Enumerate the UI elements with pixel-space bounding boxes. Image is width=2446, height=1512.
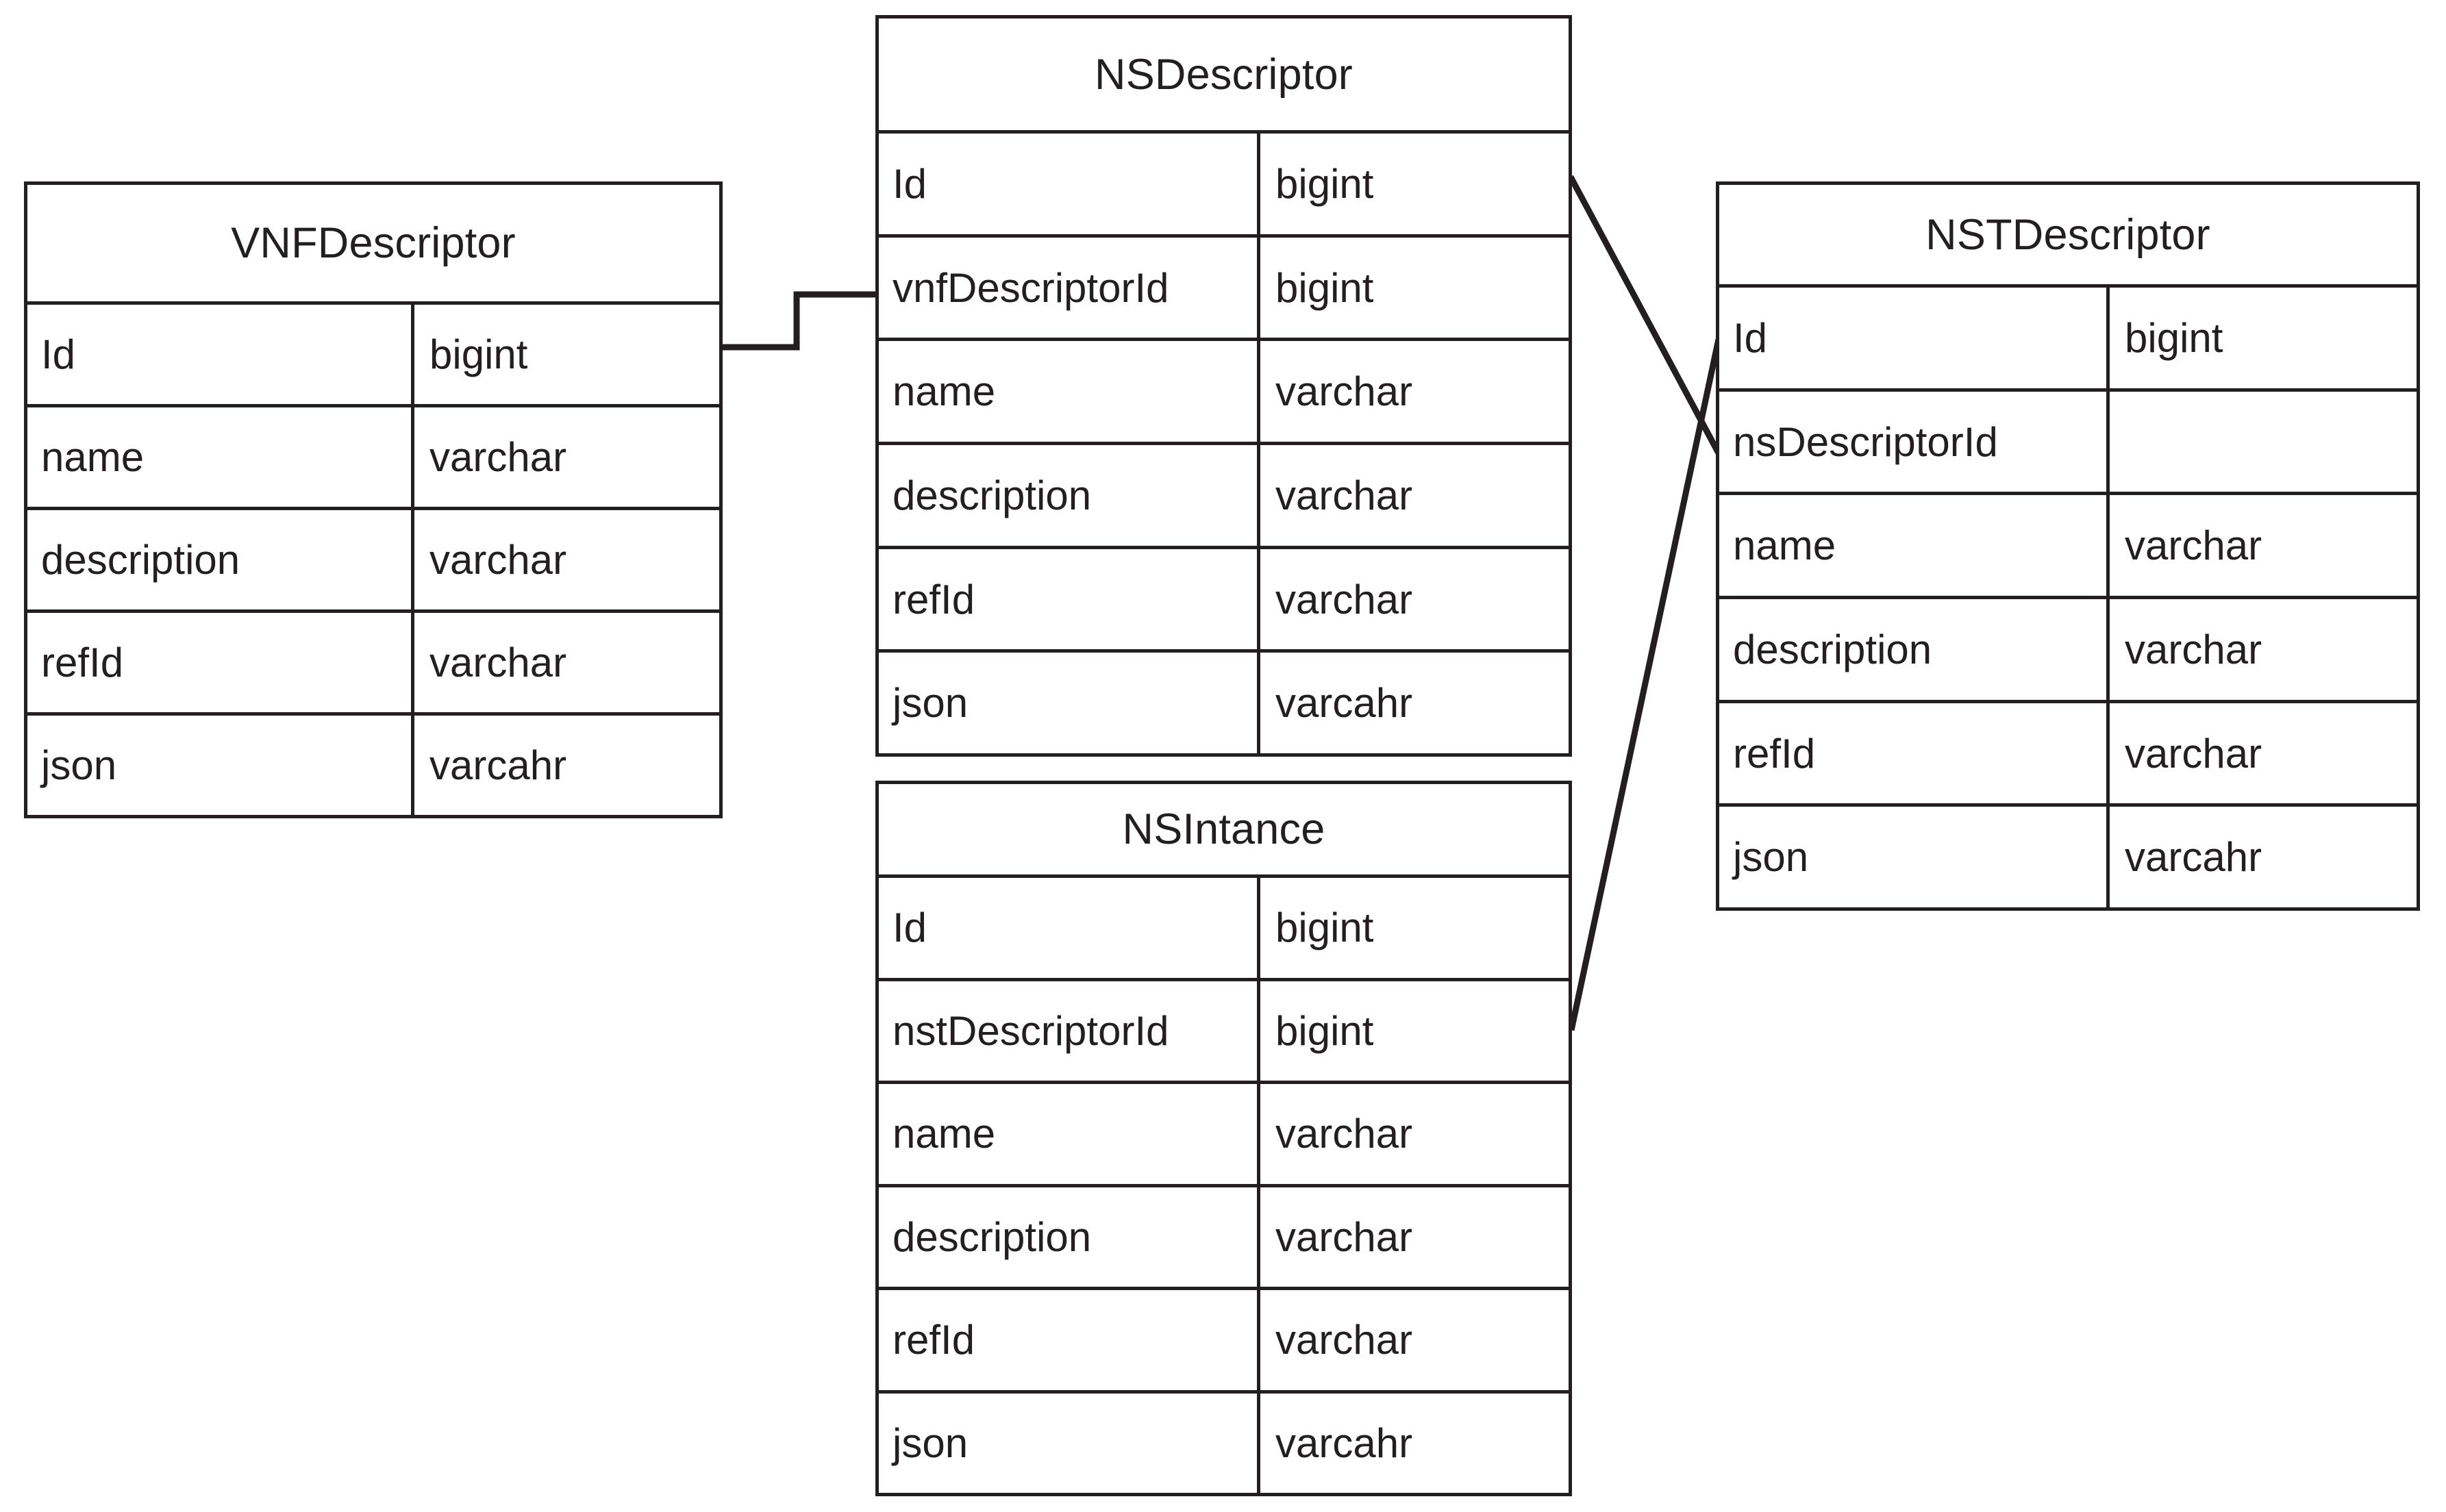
table-vnf-descriptor[interactable]: VNFDescriptor Id bigint name varchar des… [24,181,723,818]
field-type-cell: varchar [2125,522,2262,569]
table-row[interactable]: nstDescriptorId bigint [879,981,1569,1084]
table-row[interactable]: name varchar [27,407,719,510]
field-name-cell: description [879,445,1260,546]
field-type-cell: varchar [1275,1213,1413,1260]
table-row[interactable]: json varcahr [1719,807,2417,908]
field-type-cell: bigint [1275,160,1374,207]
field-type-cell: varchar [429,640,567,685]
field-name-cell: description [879,1187,1260,1287]
field-name-cell: Id [1719,288,2110,388]
field-type-cell: bigint [1275,1007,1374,1054]
field-type-cell: varchar [429,434,567,480]
table-row[interactable]: description varchar [27,510,719,613]
table-row[interactable]: description varchar [879,445,1569,549]
table-row[interactable]: refId varchar [879,549,1569,653]
field-type-cell: varchar [429,537,567,583]
table-row[interactable]: json varcahr [27,716,719,815]
field-name-cell: json [1719,807,2110,908]
table-title-ns-descriptor: NSDescriptor [879,18,1569,134]
field-name-cell: nstDescriptorId [879,981,1260,1081]
connector-nsdescriptor-to-nstdescriptor[interactable] [1567,175,1723,457]
field-type-cell: bigint [2125,314,2223,361]
table-row[interactable]: description varchar [1719,599,2417,703]
table-row[interactable]: Id bigint [879,134,1569,238]
table-row[interactable]: description varchar [879,1187,1569,1290]
table-row[interactable]: vnfDescriptorId bigint [879,237,1569,342]
table-row[interactable]: nsDescriptorId [1719,391,2417,496]
table-row[interactable]: json varcahr [879,1393,1569,1493]
field-name-cell: refId [1719,703,2110,804]
field-name-cell: description [1719,599,2110,700]
connector-nsintance-to-nstdescriptor[interactable] [1568,338,1722,1031]
field-type-cell: varcahr [2125,834,2262,881]
field-name-cell: vnfDescriptorId [879,237,1260,338]
field-name-cell: Id [879,134,1260,234]
field-type-cell: varchar [1275,368,1413,415]
table-row[interactable]: json varcahr [879,653,1569,754]
field-name-cell: json [879,653,1260,754]
table-ns-descriptor[interactable]: NSDescriptor Id bigint vnfDescriptorId b… [875,15,1572,757]
field-type-cell: varchar [1275,1111,1413,1157]
table-ns-intance[interactable]: NSIntance Id bigint nstDescriptorId bigi… [875,781,1572,1496]
field-type-cell: varcahr [1275,680,1413,727]
table-row[interactable]: name varchar [1719,495,2417,600]
table-row[interactable]: name varchar [879,341,1569,446]
connector-vnf-to-nsdescriptor[interactable] [719,291,879,351]
field-name-cell: refId [879,549,1260,650]
field-type-cell: varchar [1275,576,1413,622]
table-nst-descriptor[interactable]: NSTDescriptor Id bigint nsDescriptorId n… [1716,181,2420,911]
field-type-cell: varchar [1275,472,1413,518]
field-name-cell: name [27,407,414,507]
table-title-ns-intance: NSIntance [879,784,1569,878]
field-name-cell: name [1719,495,2110,596]
table-row[interactable]: name varchar [879,1084,1569,1187]
field-name-cell: json [27,716,414,815]
field-type-cell: varchar [2125,626,2262,672]
field-name-cell: json [879,1393,1260,1493]
field-type-cell: bigint [1275,905,1374,951]
table-row[interactable]: refId varchar [879,1290,1569,1394]
field-name-cell: Id [27,305,414,404]
table-row[interactable]: refId varchar [1719,703,2417,807]
field-name-cell: Id [879,878,1260,978]
field-name-cell: refId [27,613,414,712]
table-row[interactable]: Id bigint [879,878,1569,981]
field-name-cell: description [27,510,414,609]
field-name-cell: nsDescriptorId [1719,391,2110,492]
table-row[interactable]: Id bigint [1719,288,2417,392]
field-type-cell: bigint [1275,264,1374,311]
table-row[interactable]: refId varchar [27,613,719,716]
field-type-cell: varcahr [1275,1420,1413,1466]
field-name-cell: refId [879,1290,1260,1390]
field-name-cell: name [879,1084,1260,1184]
table-row[interactable]: Id bigint [27,305,719,407]
field-name-cell: name [879,341,1260,442]
field-type-cell: bigint [429,331,528,377]
field-type-cell [2110,392,2417,492]
table-title-nst-descriptor: NSTDescriptor [1719,185,2417,288]
field-type-cell: varchar [1275,1317,1413,1363]
field-type-cell: varcahr [429,742,567,788]
field-type-cell: varchar [2125,730,2262,777]
table-title-vnf-descriptor: VNFDescriptor [27,185,719,305]
